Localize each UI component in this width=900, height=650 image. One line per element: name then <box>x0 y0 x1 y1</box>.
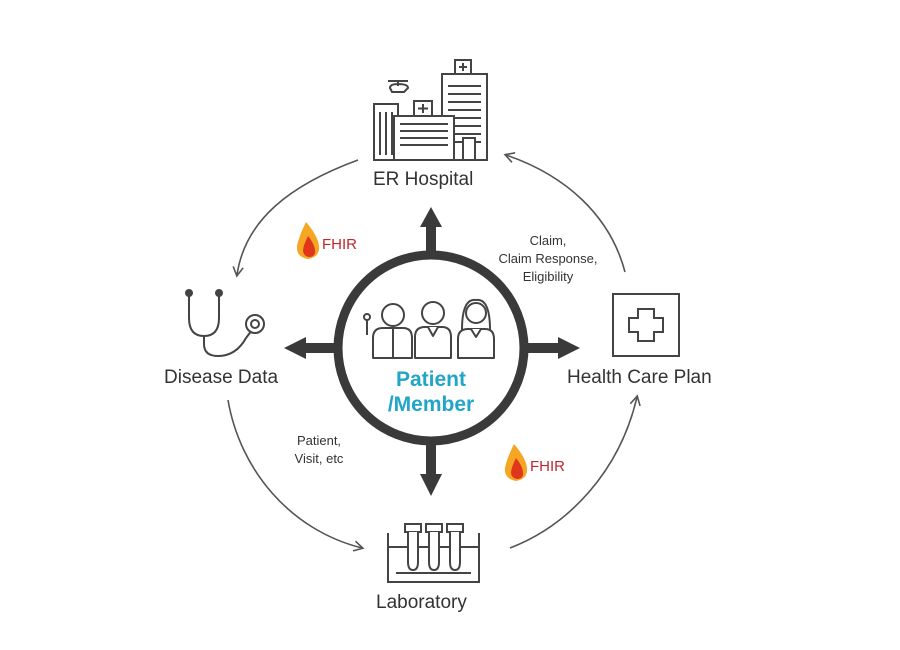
thick-arrow-down <box>420 440 442 496</box>
center-label-line2: /Member <box>387 393 475 416</box>
fhir-label: FHIR <box>530 458 565 475</box>
annotation-claim: Claim, Claim Response, Eligibility <box>482 232 614 286</box>
node-label-disease-data: Disease Data <box>164 367 279 388</box>
fhir-label: FHIR <box>322 236 357 253</box>
thick-arrow-up <box>420 207 442 259</box>
annotation-claim-line: Eligibility <box>522 269 574 284</box>
annotation-patient-visit-line: Visit, etc <box>294 451 344 466</box>
flow-arrow-plan-to-hospital <box>503 152 626 273</box>
medical-cross-icon <box>612 293 680 357</box>
node-label-laboratory: Laboratory <box>376 592 467 613</box>
stethoscope-icon <box>185 289 265 358</box>
center-label-line1: Patient <box>395 368 466 391</box>
annotation-claim-line: Claim Response, <box>498 251 598 266</box>
thick-arrow-left <box>284 337 340 359</box>
fhir-flame-icon <box>296 222 320 259</box>
test-tubes-icon <box>387 523 480 583</box>
fhir-flame-icon <box>504 444 528 481</box>
annotation-claim-line: Claim, <box>529 233 567 248</box>
annotation-patient-visit-line: Patient, <box>296 433 342 448</box>
node-label-health-care-plan: Health Care Plan <box>567 367 712 388</box>
thick-arrow-right <box>522 337 580 359</box>
annotation-patient-visit: Patient, Visit, etc <box>278 432 360 468</box>
flow-arrow-disease-to-lab <box>227 399 365 552</box>
flow-arrow-hospital-to-disease <box>232 159 359 278</box>
flow-arrow-lab-to-plan <box>509 394 641 549</box>
node-label-er-hospital: ER Hospital <box>373 169 474 190</box>
center-label: Patient /Member <box>369 367 493 417</box>
hospital-building-icon <box>373 59 488 161</box>
patient-group-icon <box>363 298 495 359</box>
